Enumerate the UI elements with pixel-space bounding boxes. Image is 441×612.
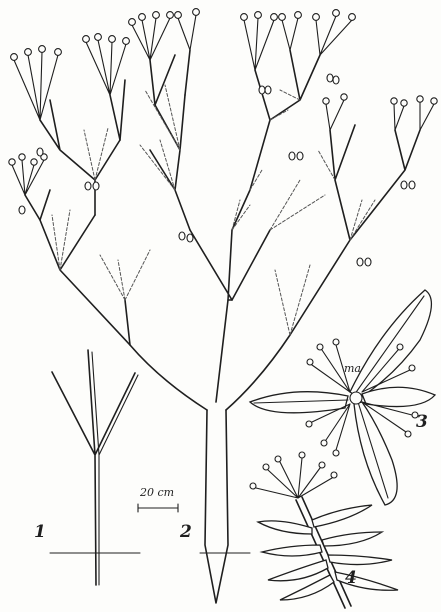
dashed-branches (52, 85, 375, 335)
scale-bar-label: 20 cm (140, 486, 174, 499)
figure-label-4: 4 (345, 568, 357, 588)
figure-1-drawing (50, 350, 140, 585)
scale-bar-line (138, 504, 178, 512)
figure-label-3: 3 (416, 412, 428, 432)
annotation-ma: ma (344, 362, 361, 375)
terminal-umbels (9, 9, 437, 195)
figure-2-drawing (9, 9, 437, 603)
figure-3-drawing (250, 290, 435, 505)
figure-label-1: 1 (34, 522, 46, 542)
pendant-pods (19, 74, 415, 266)
figure-label-2: 2 (180, 522, 192, 542)
